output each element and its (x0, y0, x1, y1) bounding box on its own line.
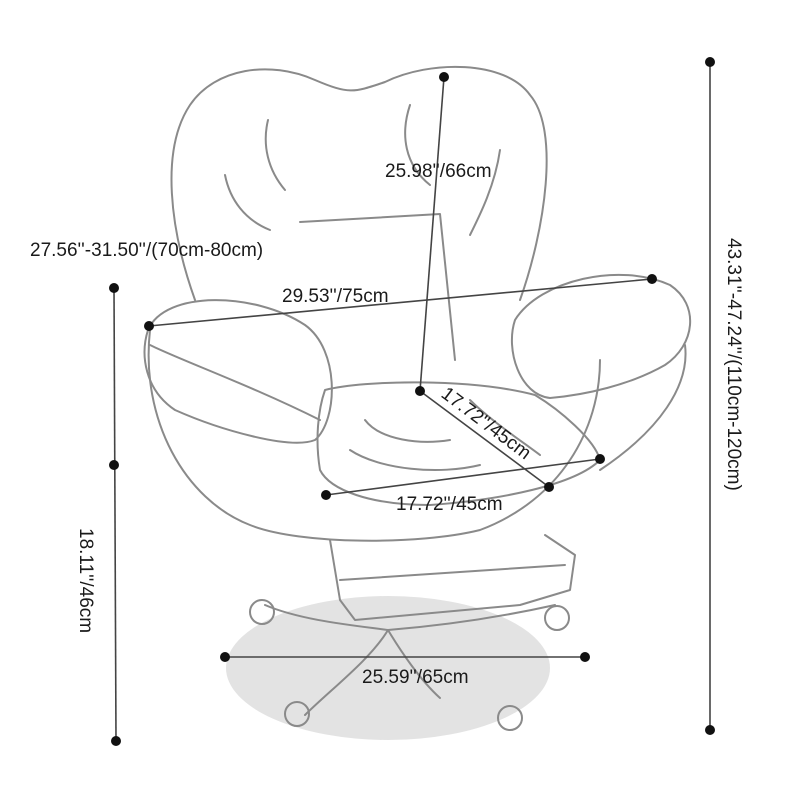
label-total-height: 43.31''-47.24''/(110cm-120cm) (723, 238, 744, 491)
caster (497, 705, 523, 731)
dim-point (705, 725, 715, 735)
dim-point (321, 490, 331, 500)
label-arm-width: 29.53''/75cm (282, 286, 389, 307)
caster (284, 701, 310, 727)
dim-line-seat-width (325, 458, 601, 496)
label-base-width: 25.59''/65cm (362, 667, 469, 688)
chair-shell (147, 329, 601, 542)
dimension-points (109, 57, 715, 746)
dim-line-seat-depth (419, 390, 550, 488)
right-armrest (510, 273, 692, 399)
label-seat-depth: 17.72''/45cm (437, 383, 535, 464)
dim-point (647, 274, 657, 284)
dim-line-seat-height (113, 287, 117, 742)
dim-point (439, 72, 449, 82)
dim-point (544, 482, 554, 492)
dim-point (220, 652, 230, 662)
chair-backrest (170, 65, 548, 301)
caster (544, 605, 570, 631)
dimension-lines (113, 62, 711, 742)
label-backrest-height: 25.98''/66cm (385, 161, 492, 182)
chair-base (264, 604, 389, 631)
floor-shadow (226, 596, 550, 740)
chair-cylinder (329, 534, 576, 621)
caster (249, 599, 275, 625)
label-overall-width: 27.56''-31.50''/(70cm-80cm) (30, 240, 263, 261)
label-seat-height: 18.11''/46cm (75, 528, 96, 633)
dim-point (111, 736, 121, 746)
dim-point (109, 460, 119, 470)
dim-point (109, 283, 119, 293)
dim-line-arm-width (148, 278, 653, 327)
dim-point (595, 454, 605, 464)
label-seat-width: 17.72''/45cm (396, 494, 503, 515)
dim-point (580, 652, 590, 662)
dim-point (415, 386, 425, 396)
dim-point (705, 57, 715, 67)
dim-line-backrest-height (419, 76, 445, 392)
chair-outline (143, 65, 692, 731)
dim-point (144, 321, 154, 331)
left-armrest (143, 299, 333, 444)
